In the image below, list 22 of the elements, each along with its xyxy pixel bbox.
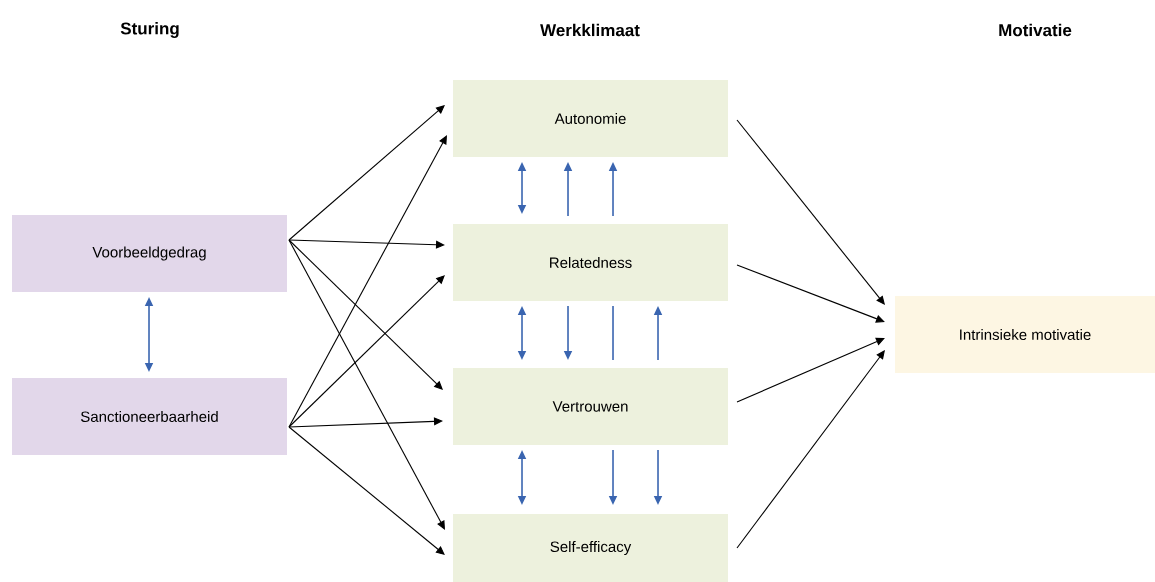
arrow: [288, 105, 445, 241]
arrow: [736, 337, 885, 403]
process-box: Voorbeeldgedrag: [12, 215, 287, 292]
process-box: Self-efficacy: [453, 514, 728, 582]
column-heading: Motivatie: [999, 23, 1072, 37]
column-heading: Sturing: [120, 22, 179, 38]
arrow: [288, 275, 445, 428]
arrow: [736, 119, 885, 305]
arrow: [288, 135, 447, 428]
arrow: [288, 239, 445, 530]
arrow: [736, 264, 885, 323]
process-box: Intrinsieke motivatie: [895, 296, 1155, 373]
process-box: Sanctioneerbaarheid: [12, 378, 287, 455]
arrow: [288, 417, 443, 428]
process-box: Vertrouwen: [453, 368, 728, 445]
column-heading: Werkklimaat: [540, 23, 640, 37]
process-box: Relatedness: [453, 224, 728, 301]
arrow: [288, 239, 443, 390]
arrow: [736, 350, 885, 549]
arrow: [288, 239, 445, 249]
process-box: Autonomie: [453, 80, 728, 157]
arrow: [288, 426, 445, 555]
